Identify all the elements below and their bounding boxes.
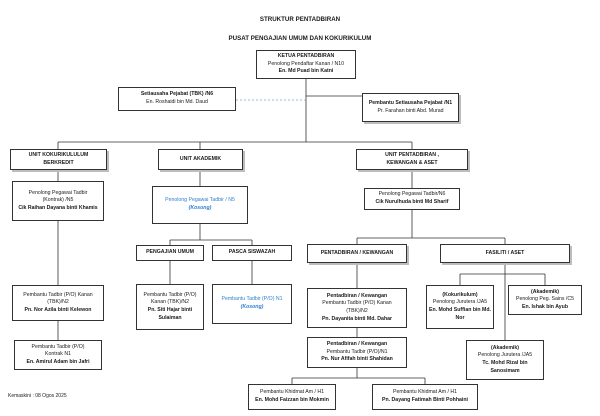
unit-kokurikulum-line2: BERKREDIT [43, 159, 74, 166]
fas-akad2-box: (Akademik) Penolong Jurutera /JA5 Tc. Mo… [466, 340, 544, 380]
pk1-box: Pentadbiran / Kewangan Pembantu Tadbir (… [307, 288, 407, 328]
kok-clerk-post2: Kontrak N1 [45, 351, 71, 358]
unit-akademik-label: UNIT AKADEMIK [179, 155, 222, 162]
head-name: En. Md Puad bin Katni [278, 68, 334, 75]
akad-officer-status: (Kosong) [188, 205, 212, 211]
kok-senior-clerk-box: Pembantu Tadbir (P/O) Kanan (TBK)/N2 Pn.… [12, 285, 104, 321]
head-post: Penolong Pendaftar Kanan / N10 [267, 60, 345, 67]
fas-kok-name2: Nor [455, 314, 465, 321]
unit-pentadbiran-line1: UNIT PENTADBIRAN , [385, 151, 439, 158]
akad-officer-post: Penolong Pegawai Tadbir / N5 [165, 197, 235, 204]
fasiliti-aset-box: FASILITI / ASET [440, 244, 570, 263]
pent-officer-box: Penolong Pegawai Tadbir/N6 Cik Nurulhuda… [364, 188, 460, 210]
pasca-clerk-box: Pembantu Tadbir (P/O) N1 (Kosong) [212, 284, 292, 324]
pengajian-umum-box: PENGAJIAN UMUM [136, 245, 204, 261]
last-updated: Kemaskini : 08 Ogos 2025 [8, 393, 67, 399]
khidmat2-post: Pembantu Khidmat Am / H1 [392, 389, 457, 396]
kok-officer-post1: Penolong Pegawai Tadbir [28, 189, 88, 196]
pentadbiran-kewangan-box: PENTADBIRAN / KEWANGAN [307, 244, 407, 263]
unit-akademik: UNIT AKADEMIK [158, 149, 243, 170]
pasca-siswazah-box: PASCA SISWAZAH [212, 245, 292, 261]
unit-pentadbiran: UNIT PENTADBIRAN , KEWANGAN & ASET [356, 149, 468, 170]
assistant-secretary-post: Pembantu Setiausaha Pejabat /N1 [368, 99, 453, 106]
pengajian-clerk-name: Pn. Siti Hajar binti [147, 307, 193, 313]
unit-kokurikulum-line1: UNIT KOKURIKULULUM [28, 151, 89, 158]
fas-akad2-name2: Sanosimam [490, 367, 520, 374]
kok-senior-clerk-post1: Pembantu Tadbir (P/O) Kanan [23, 291, 93, 298]
fas-akad1-box: (Akademik) Penolong Peg. Sains /C5 En. I… [508, 285, 582, 315]
kok-senior-clerk-post2: (TBK)/N2 [47, 299, 69, 306]
pk2-box: Pentadbiran / Kewangan Pembantu Tadbir (… [307, 337, 407, 368]
secretary-box: Setiausaha Pejabat (TBK) /N6 En. Roshaid… [118, 87, 236, 111]
kok-officer-box: Penolong Pegawai Tadbir (Kontrak) /N5 Ci… [12, 181, 104, 221]
khidmat1-name: En. Mohd Faizzan bin Mokmin [255, 397, 329, 403]
khidmat1-post: Pembantu Khidmat Am / H1 [259, 389, 324, 396]
kok-clerk-name: En. Amirul Adam bin Jafri [26, 358, 90, 365]
assistant-secretary-box: Pembantu Setiausaha Pejabat /N1 Pr. Fara… [362, 93, 459, 122]
unit-pentadbiran-line2: KEWANGAN & ASET [386, 159, 438, 166]
pent-officer-name: Cik Nurulhuda binti Md Sharif [375, 199, 449, 205]
pk2-post: Pembantu Tadbir (P/O)/N1 [326, 348, 388, 355]
pentadbiran-kewangan-label: PENTADBIRAN / KEWANGAN [320, 249, 394, 256]
kok-senior-clerk-name: Pn. Nor Azila binti Kelewon [24, 306, 92, 313]
fas-kok-name: En. Mohd Suffian bin Md. [429, 307, 491, 313]
pk2-head: Pentadbiran / Kewangan [326, 341, 388, 348]
secretary-post: Setiausaha Pejabat (TBK) /N6 [140, 91, 214, 98]
akad-officer-box: Penolong Pegawai Tadbir / N5 (Kosong) [152, 186, 248, 224]
pk1-name: Pn. Dayanita binti Md. Dahar [321, 315, 393, 322]
unit-kokurikulum: UNIT KOKURIKULULUM BERKREDIT [10, 149, 107, 170]
fas-akad2-post: Penolong Jurutera /JA5 [477, 352, 533, 359]
fas-kok-head: (Kokurikulum) [442, 291, 478, 298]
kok-clerk-post1: Pembantu Tadbir (P/O) [31, 343, 85, 350]
khidmat2-box: Pembantu Khidmat Am / H1 Pn. Dayang Fati… [372, 384, 478, 410]
pengajian-clerk-box: Pembantu Tadbir (P/O) Kanan (TBK)/N2 Pn.… [136, 284, 204, 330]
pasca-clerk-post: Pembantu Tadbir (P/O) N1 [221, 296, 283, 303]
fasiliti-aset-label: FASILITI / ASET [485, 249, 525, 256]
pengajian-clerk-post2: Kanan (TBK)/N2 [150, 299, 190, 306]
pk1-post1: Pembantu Tadbir (P/O) Kanan [322, 300, 392, 307]
pasca-clerk-status: (Kosong) [240, 304, 264, 310]
kok-clerk-box: Pembantu Tadbir (P/O) Kontrak N1 En. Ami… [14, 340, 102, 370]
pk1-head: Pentadbiran / Kewangan [326, 292, 388, 299]
secretary-name: En. Roshaidi bin Md. Daud [146, 99, 208, 105]
khidmat1-box: Pembantu Khidmat Am / H1 En. Mohd Faizza… [248, 384, 336, 410]
fas-akad2-head: (Akademik) [491, 344, 519, 351]
fas-kok-box: (Kokurikulum) Penolong Jurutera /JA5 En.… [426, 285, 494, 329]
khidmat2-name: Pn. Dayang Fatimah Binti Pohhaini [382, 397, 468, 403]
pengajian-clerk-name2: Sulaiman [158, 314, 182, 321]
fas-akad1-name: En. Ishak bin Ayub [521, 303, 569, 310]
pk2-name: Pn. Nur Afifah binti Shahidan [321, 356, 393, 363]
head-box: KETUA PENTADBIRAN Penolong Pendaftar Kan… [256, 50, 356, 79]
chart-subtitle: PUSAT PENGAJIAN UMUM DAN KOKURIKULUM [228, 35, 372, 42]
fas-akad1-head: (Akademik) [531, 288, 559, 295]
pengajian-umum-label: PENGAJIAN UMUM [146, 249, 194, 256]
kok-officer-post2: (Kontrak) /N5 [42, 197, 74, 204]
assistant-secretary-name: Pr. Farahan binti Abd. Murad [377, 107, 444, 114]
fas-akad1-post: Penolong Peg. Sains /C5 [516, 296, 574, 303]
pasca-siswazah-label: PASCA SISWAZAH [228, 249, 276, 256]
head-title: KETUA PENTADBIRAN [277, 53, 335, 60]
fas-akad2-name: Tc. Mohd Rizal bin [482, 360, 528, 366]
kok-officer-name: Cik Raihan Dayana binti Khamis [18, 204, 98, 211]
fas-kok-post: Penolong Jurutera /JA5 [432, 299, 488, 306]
pk1-post2: (TBK)/N2 [346, 308, 368, 314]
pent-officer-post: Penolong Pegawai Tadbir/N6 [378, 191, 446, 198]
chart-title: STRUKTUR PENTADBIRAN [259, 16, 341, 23]
pengajian-clerk-post1: Pembantu Tadbir (P/O) [143, 291, 197, 298]
